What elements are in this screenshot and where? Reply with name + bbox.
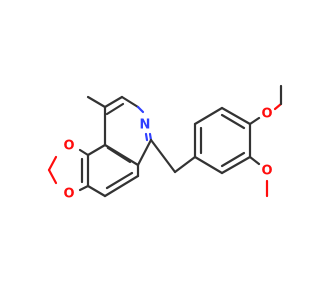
- bond: [86, 95, 107, 109]
- bond: [78, 184, 90, 192]
- bond: [248, 155, 261, 166]
- bond: [86, 184, 107, 198]
- bond: [149, 138, 177, 174]
- bond: [220, 113, 246, 130]
- bond: [105, 102, 125, 116]
- bond: [193, 106, 224, 126]
- bond: [136, 138, 153, 167]
- molecule-structure-diagram: N O O O O: [47, 84, 283, 202]
- bond: [47, 155, 58, 172]
- bond: [136, 105, 145, 114]
- bond: [47, 168, 58, 185]
- bond: [273, 102, 283, 111]
- bond: [86, 143, 107, 157]
- bond: [78, 148, 90, 157]
- bond: [193, 155, 224, 175]
- bond: [220, 106, 252, 126]
- bond: [106, 146, 132, 164]
- oxygen-atom-label: O: [63, 139, 74, 154]
- bond: [103, 95, 124, 109]
- bond: [105, 171, 134, 190]
- bond: [103, 174, 140, 198]
- oxygen-atom-label: O: [63, 187, 74, 202]
- oxygen-atom-label: O: [261, 107, 272, 122]
- oxygen-atom-label: O: [261, 164, 272, 179]
- bond: [220, 155, 252, 175]
- bond: [173, 155, 197, 174]
- bond: [144, 132, 149, 142]
- bond: [120, 95, 140, 109]
- bond: [220, 151, 246, 168]
- nitrogen-atom-label: N: [140, 118, 151, 133]
- bond: [248, 116, 261, 126]
